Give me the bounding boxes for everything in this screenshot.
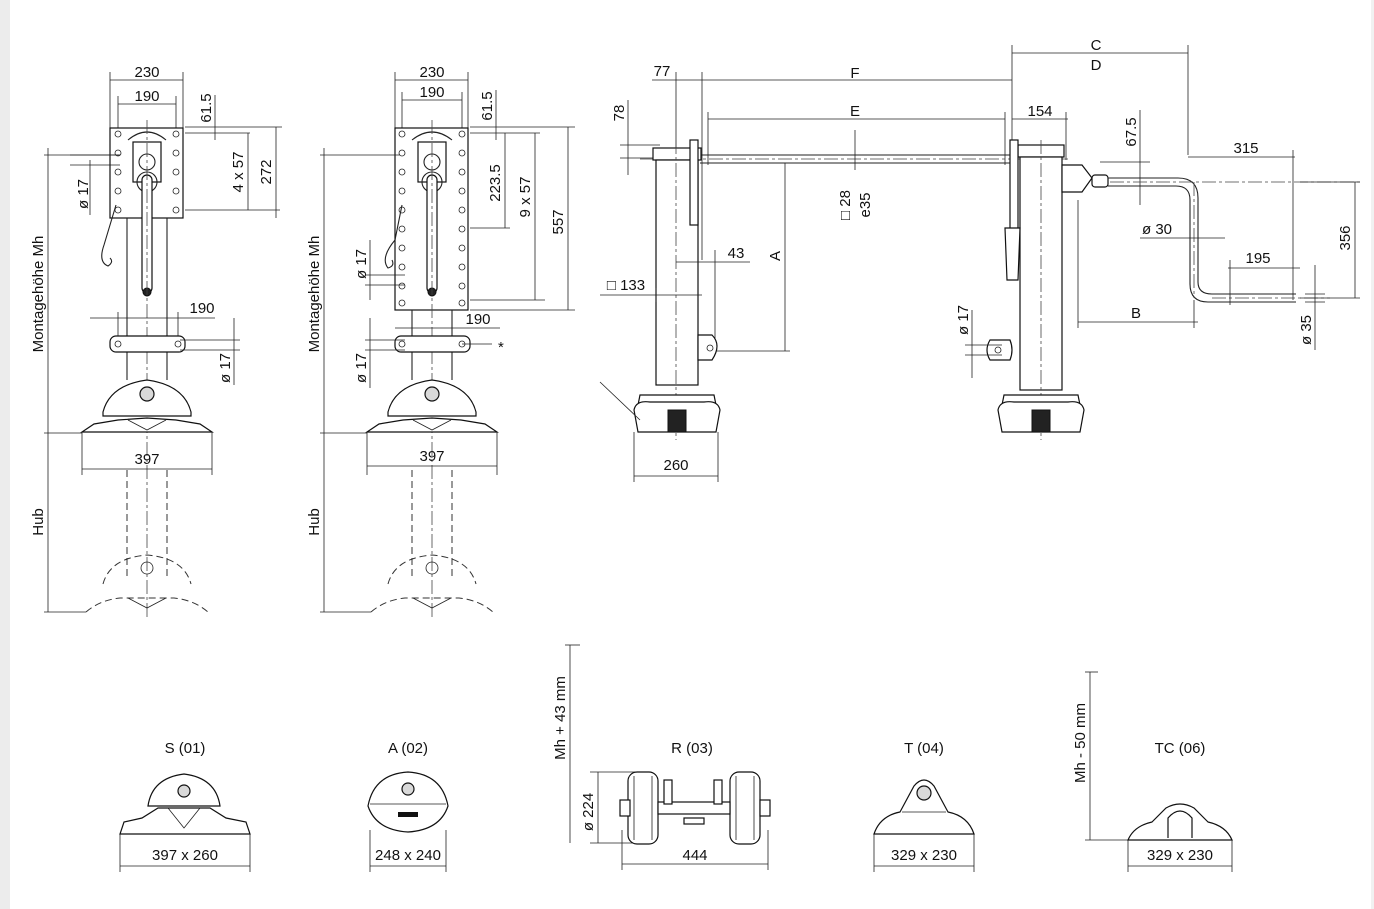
v3-dim-f: F [850, 65, 859, 82]
v1-label-hub: Hub [30, 508, 47, 536]
v3-dim-195: 195 [1245, 250, 1270, 267]
v1-dim-272: 272 [258, 159, 275, 184]
v2-dim-557: 557 [550, 209, 567, 234]
foot-variant-a: A (02) 248 x 240 [367, 740, 449, 872]
v1-dim-d17-left: ø 17 [75, 179, 92, 209]
v2-star: * [498, 339, 504, 356]
v3-dim-d35: ø 35 [1298, 315, 1315, 345]
v3-dim-d17: ø 17 [955, 305, 972, 335]
v1-dim-230: 230 [134, 64, 159, 81]
foot-tc-label: TC (06) [1155, 740, 1206, 757]
foot-r-label: R (03) [671, 740, 713, 757]
v3-dim-43: 43 [728, 245, 745, 262]
v2-dim-190-mid: 190 [465, 311, 490, 328]
v3-dim-d: D [1091, 57, 1102, 74]
v2-dim-223-5: 223.5 [487, 164, 504, 202]
v3-dim-e35: e35 [857, 192, 874, 217]
v3-dim-d30: ø 30 [1142, 221, 1172, 238]
v3-dim-77: 77 [654, 63, 671, 80]
foot-s-label: S (01) [165, 740, 206, 757]
v3-dim-sq28: □ 28 [837, 190, 854, 220]
view2-support-leg: 230 190 61.5 223.5 9 x 57 557 [306, 64, 575, 620]
v1-dim-d17-right: ø 17 [217, 353, 234, 383]
foot-tc-height: Mh - 50 mm [1072, 703, 1089, 783]
foot-r-dia: ø 224 [580, 793, 597, 831]
v1-dim-190-mid: 190 [189, 300, 214, 317]
v2-dim-d17-b: ø 17 [353, 353, 370, 383]
view1-support-leg: 230 190 61.5 4 x 57 272 [30, 64, 282, 620]
v3-dim-c: C [1091, 37, 1102, 54]
v3-dim-67-5: 67.5 [1123, 117, 1140, 146]
v3-dim-356: 356 [1337, 225, 1354, 250]
v1-dim-4x57: 4 x 57 [230, 152, 247, 193]
v3-dim-154: 154 [1027, 103, 1052, 120]
v2-dim-d17-a: ø 17 [353, 249, 370, 279]
v1-dim-190-top: 190 [134, 88, 159, 105]
v2-dim-190-top: 190 [419, 84, 444, 101]
view3-leg-pair: C D 77 F E 154 78 67.5 315 □ 28 e35 [599, 37, 1360, 482]
foot-a-label: A (02) [388, 740, 428, 757]
v1-dim-397: 397 [134, 451, 159, 468]
v3-dim-e: E [850, 103, 860, 120]
v3-dim-315: 315 [1233, 140, 1258, 157]
v1-label-mh: Montagehöhe Mh [30, 236, 47, 353]
foot-variant-tc: TC (06) Mh - 50 mm 329 x 230 [1072, 671, 1233, 872]
v3-dim-sq133: □ 133 [607, 277, 645, 294]
v3-dim-78: 78 [611, 105, 628, 122]
v3-dim-a: A [767, 251, 784, 261]
foot-t-label: T (04) [904, 740, 944, 757]
v2-dim-9x57: 9 x 57 [517, 177, 534, 218]
v3-dim-260: 260 [663, 457, 688, 474]
page-edge-left [0, 0, 10, 909]
v2-label-hub: Hub [306, 508, 323, 536]
v2-dim-61-5: 61.5 [479, 91, 496, 120]
v3-dim-b: B [1131, 305, 1141, 322]
foot-t-size: 329 x 230 [891, 847, 957, 864]
v2-label-mh: Montagehöhe Mh [306, 236, 323, 353]
page-edge-right [1371, 0, 1374, 909]
foot-a-size: 248 x 240 [375, 847, 441, 864]
foot-s-size: 397 x 260 [152, 847, 218, 864]
foot-variant-t: T (04) 329 x 230 [873, 740, 975, 872]
foot-r-height: Mh + 43 mm [552, 676, 569, 760]
v1-dim-61-5: 61.5 [198, 93, 215, 122]
v2-dim-230: 230 [419, 64, 444, 81]
foot-variant-r: R (03) Mh + 43 mm ø 224 444 [552, 644, 771, 870]
foot-tc-size: 329 x 230 [1147, 847, 1213, 864]
v2-dim-397: 397 [419, 448, 444, 465]
foot-variant-s: S (01) 397 x 260 [119, 740, 251, 872]
foot-r-size: 444 [682, 847, 707, 864]
